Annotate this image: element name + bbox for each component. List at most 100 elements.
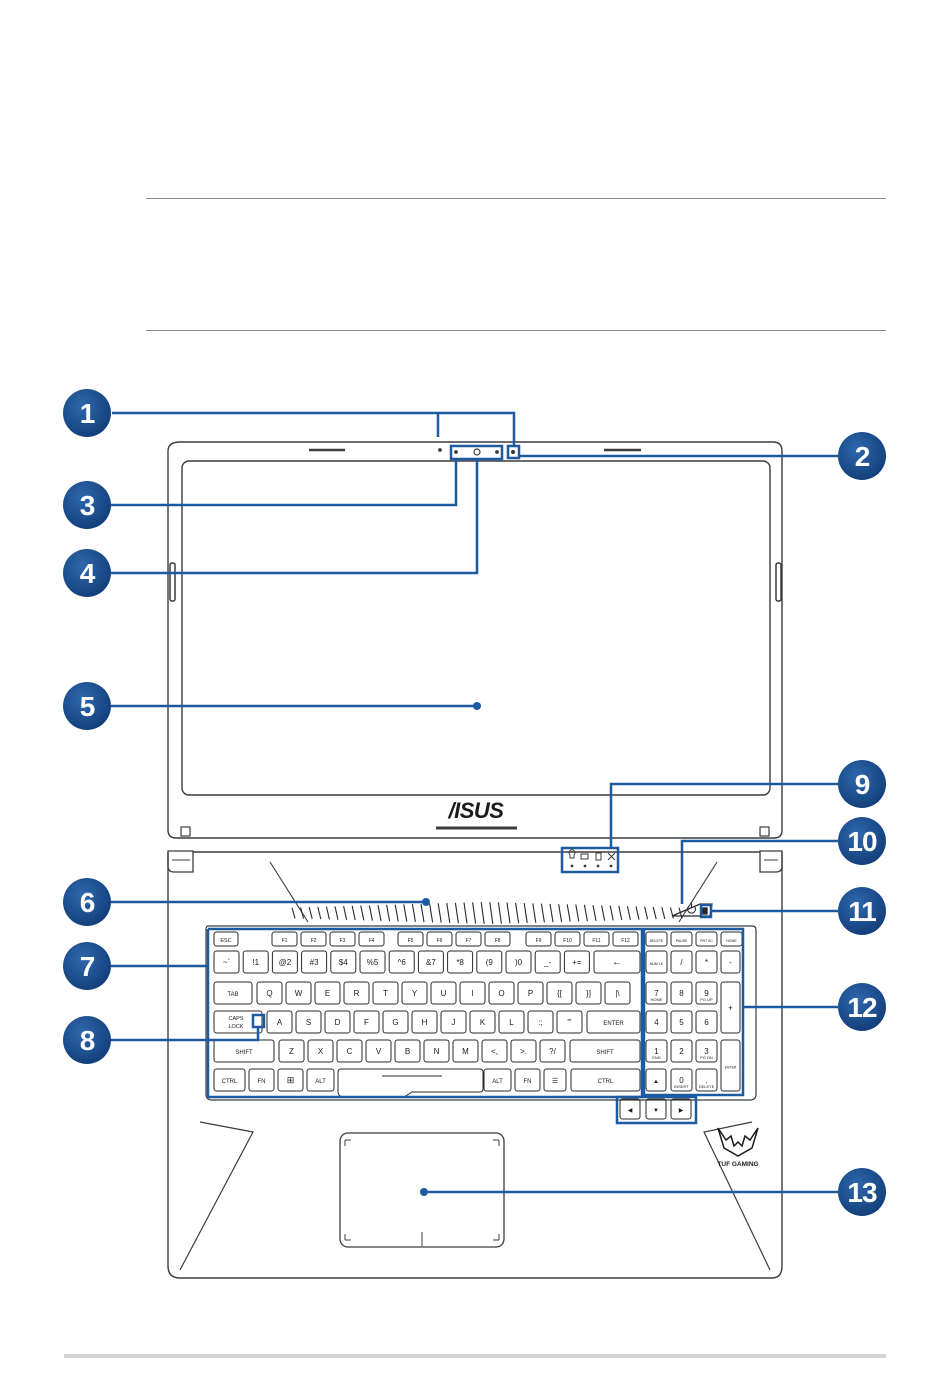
vent-slot (300, 907, 305, 919)
key-label: F (364, 1018, 369, 1027)
key-label: #3 (310, 958, 319, 967)
keyboard-key: F11 (583, 931, 610, 947)
key-label: R (354, 989, 360, 998)
vent-slot (540, 903, 545, 923)
keyboard-key: SHIFT (213, 1039, 275, 1063)
vent-slot (411, 904, 416, 922)
key-label: F8 (495, 938, 501, 944)
vent-slot (515, 902, 520, 924)
callout-12: 12 (838, 983, 886, 1031)
keyboard-key: TAB (213, 981, 253, 1005)
key-label: J (452, 1018, 456, 1027)
key-label: C (347, 1047, 353, 1056)
keyboard-key: @2 (271, 950, 298, 974)
footer-rule (64, 1354, 886, 1358)
highlight-indicators (560, 846, 620, 874)
keyboard-key: E (314, 981, 341, 1005)
callout-number: 10 (847, 826, 877, 857)
key-label: . (705, 1076, 707, 1085)
callout-2: 2 (838, 432, 886, 480)
callout-10: 10 (838, 817, 886, 865)
vent-slot (325, 906, 330, 920)
key-label: Z (289, 1047, 294, 1056)
vent-slot (609, 905, 614, 921)
keyboard-key: FN (514, 1068, 541, 1092)
keyboard-key: F3 (329, 931, 356, 947)
keyboard-key: 2 (670, 1039, 693, 1063)
vent-slot (652, 906, 657, 920)
keyboard-key: W (285, 981, 312, 1005)
key-label: 3 (704, 1047, 709, 1056)
key-label: F3 (340, 938, 346, 944)
keyboard-key: 9PG UP (695, 981, 718, 1005)
vent-slot (489, 902, 494, 924)
keyboard-key: ESC (213, 931, 239, 947)
keyboard-key: I (459, 981, 486, 1005)
microphone-right (510, 449, 516, 455)
keyboard-key: S (295, 1010, 322, 1034)
vent-slot (454, 902, 459, 924)
battery-indicator-icon (580, 853, 589, 860)
vent-slot (351, 905, 356, 921)
key-label: ALT (492, 1079, 503, 1085)
keyboard-key: B (394, 1039, 421, 1063)
key-label: {[ (557, 989, 563, 998)
keyboard-key: J (440, 1010, 467, 1034)
callout-number: 9 (855, 769, 870, 800)
key-label: LOCK (229, 1024, 244, 1030)
key-sublabel: DELETE (699, 1084, 715, 1089)
vent-slot (566, 904, 571, 922)
key-label: G (392, 1018, 398, 1027)
microphone-left (438, 448, 442, 452)
power-icon (686, 903, 697, 914)
callout-number: 6 (80, 887, 95, 918)
vent-slot (480, 902, 485, 924)
key-label: 5 (679, 1018, 684, 1027)
key-label: ENTER (725, 1066, 737, 1070)
key-label: FN (258, 1079, 266, 1085)
key-label: :; (538, 1018, 542, 1027)
keyboard-key: SHIFT (569, 1039, 641, 1063)
keyboard-key: F10 (554, 931, 581, 947)
key-label: U (441, 989, 447, 998)
camera-module (438, 448, 516, 456)
key-label: ◀ (628, 1108, 633, 1114)
key-label: E (325, 989, 330, 998)
callout-7: 7 (63, 942, 111, 990)
power-button (671, 903, 713, 917)
key-label: P (528, 989, 533, 998)
vent-slot (429, 903, 434, 923)
key-label: T (383, 989, 388, 998)
keyboard-key: P (517, 981, 544, 1005)
vent-slot (669, 907, 674, 919)
key-label: ▼ (653, 1108, 659, 1114)
vent-slot (317, 906, 322, 920)
keyboard-key: 5 (670, 1010, 693, 1034)
key-sublabel: PG UP (700, 997, 713, 1002)
vent-slot (437, 903, 442, 923)
key-label: }] (586, 989, 591, 998)
keyboard-key: :; (527, 1010, 554, 1034)
keyboard-key: ◀ (619, 1098, 641, 1120)
key-label: X (318, 1047, 324, 1056)
callout-number: 11 (848, 896, 876, 927)
keyboard-key: <, (481, 1039, 508, 1063)
keyboard-key: "' (556, 1010, 583, 1034)
top-rule (146, 198, 886, 199)
key-label: |\ (615, 989, 620, 998)
power-indicator-icon (568, 849, 576, 859)
key-label: Y (412, 989, 418, 998)
keyboard-key: .DELETE (695, 1068, 718, 1092)
callout-number: 12 (847, 992, 877, 1023)
keyboard-key: F8 (484, 931, 511, 947)
key-label: F7 (466, 938, 472, 944)
keyboard-key: ▼ (645, 1098, 667, 1120)
key-label: L (509, 1018, 514, 1027)
camera-icon (473, 448, 481, 456)
keyboard-key: F (353, 1010, 380, 1034)
key-label: V (376, 1047, 382, 1056)
callout-number: 4 (80, 558, 96, 589)
vent-slot (386, 904, 391, 922)
